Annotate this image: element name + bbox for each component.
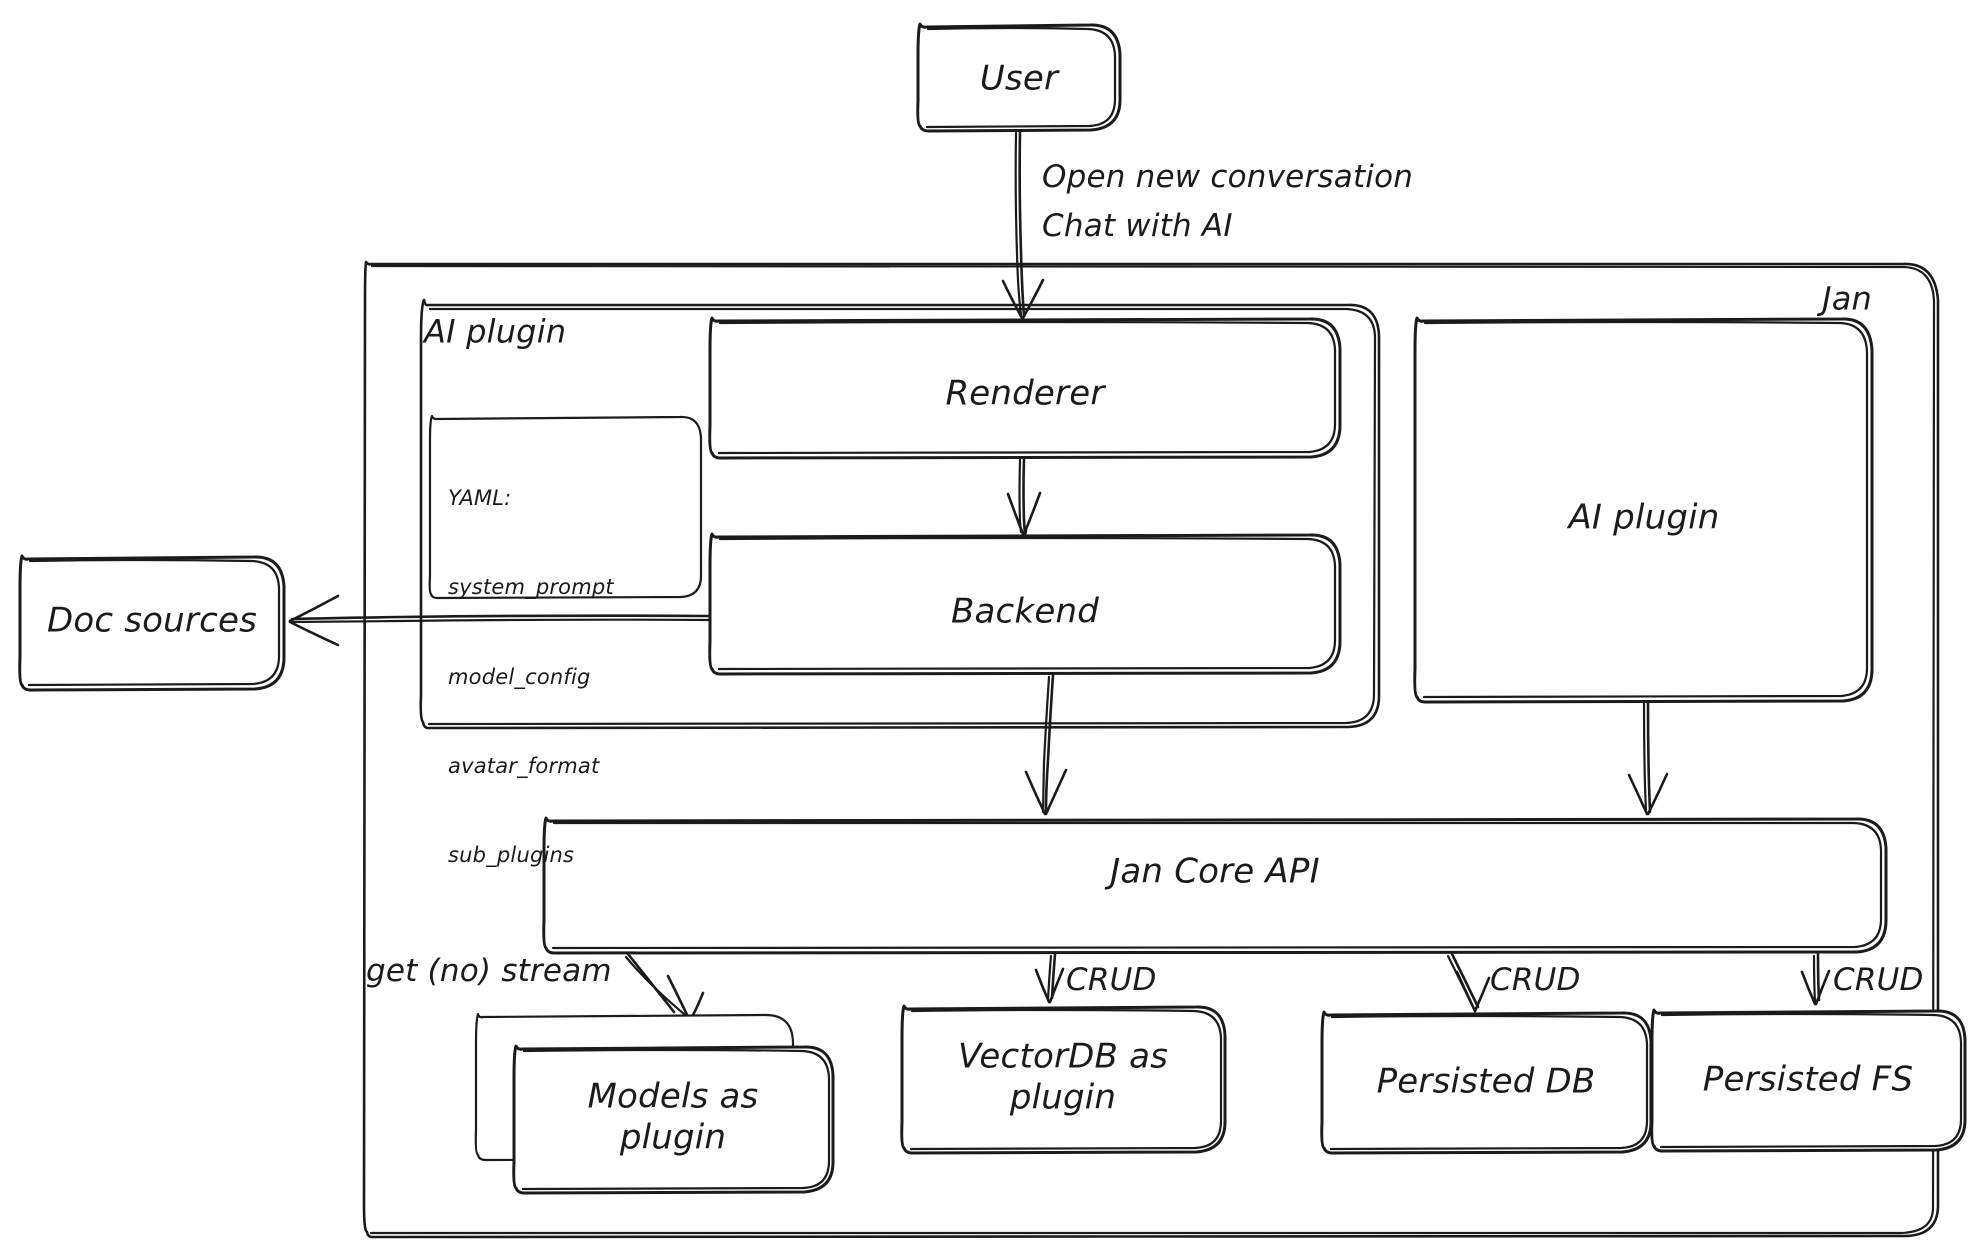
edge-core-to-persisted-fs xyxy=(1800,952,1831,1006)
edge-ai-plugin-to-jan-core-api xyxy=(1627,701,1669,816)
edge-backend-to-jan-core-api xyxy=(1024,673,1068,816)
node-doc-sources-shape xyxy=(18,554,286,692)
node-jan-core-api-shape xyxy=(542,816,1888,955)
node-persisted-db-shape xyxy=(1320,1010,1653,1155)
node-user-shape xyxy=(916,22,1122,133)
node-models-plugin-shape xyxy=(474,1012,835,1195)
edge-core-to-vectordb xyxy=(1034,952,1065,1004)
container-ai-plugin-group xyxy=(419,298,1381,730)
node-backend-shape xyxy=(708,532,1342,676)
node-vectordb-plugin-shape xyxy=(900,1004,1227,1155)
edge-core-to-models xyxy=(624,952,705,1023)
node-ai-plugin-right-shape xyxy=(1413,316,1874,704)
edge-user-to-renderer xyxy=(1001,130,1045,320)
edge-renderer-to-backend xyxy=(1006,457,1042,536)
edge-backend-to-doc-sources xyxy=(288,594,712,647)
container-jan xyxy=(362,260,1940,1239)
edge-core-to-persisted-db xyxy=(1446,952,1491,1013)
node-renderer-shape xyxy=(708,316,1342,460)
yaml-config-card xyxy=(428,414,703,600)
node-persisted-fs-shape xyxy=(1650,1008,1967,1153)
